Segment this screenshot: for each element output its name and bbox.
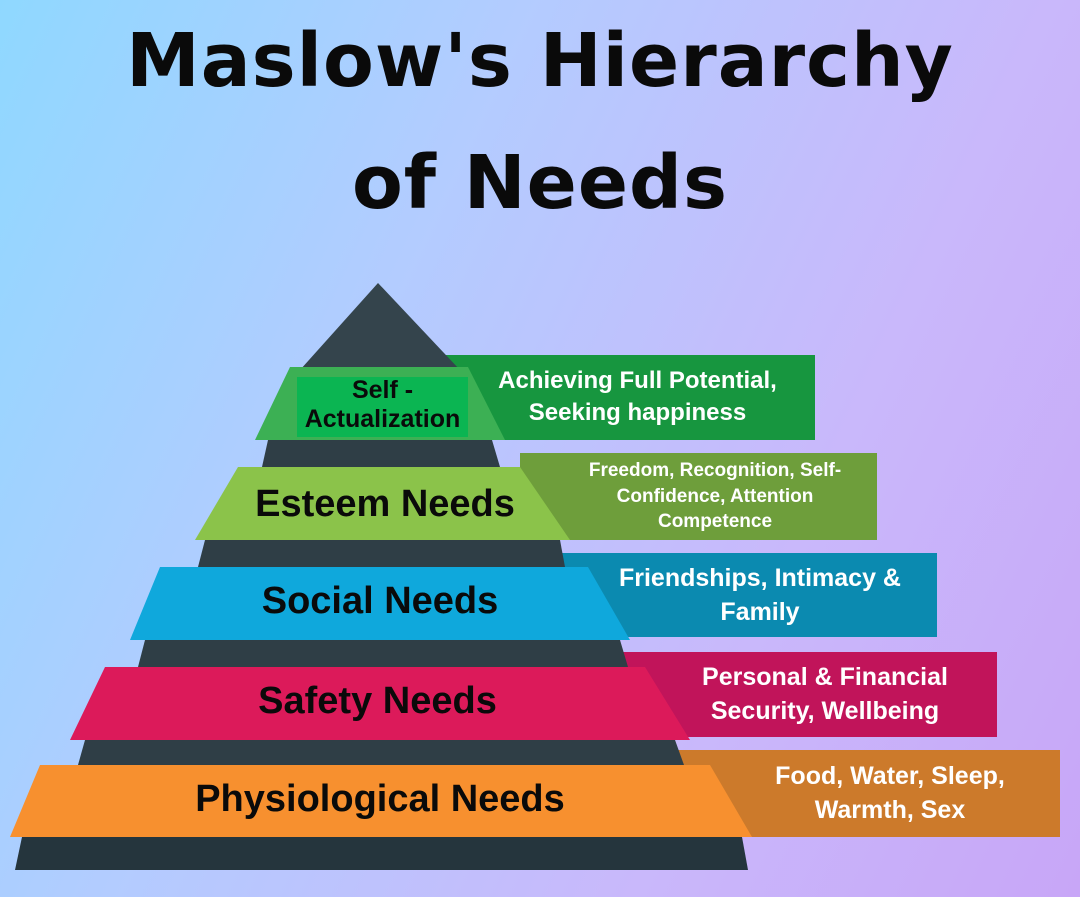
pyramid-base [15, 837, 748, 870]
description-social: Friendships, Intimacy & Family [618, 564, 901, 626]
title-line-1: Maslow's Hierarchy [126, 18, 954, 104]
description-physiological: Food, Water, Sleep, Warmth, Sex [775, 762, 1005, 824]
box-esteem [520, 453, 877, 540]
band-safety [70, 667, 690, 740]
pyramid-segment [138, 640, 628, 667]
pyramid-segment [78, 740, 684, 765]
level-name-esteem: Esteem Needs [255, 483, 515, 526]
pyramid-apex [300, 283, 460, 370]
box-social [560, 553, 937, 637]
band-esteem [195, 467, 570, 540]
description-safety: Personal & Financial Security, Wellbeing [702, 663, 948, 725]
level-name-social: Social Needs [261, 580, 499, 623]
band-physiological [10, 765, 752, 837]
level-name-physiological: Physiological Needs [195, 778, 565, 821]
band-self-actualization-inner [297, 377, 468, 437]
pyramid-segment [262, 440, 500, 467]
pyramid-segment [198, 540, 565, 567]
level-name-safety: Safety Needs [258, 680, 497, 723]
band-social [130, 567, 630, 640]
title-line-2: of Needs [351, 140, 729, 226]
description-esteem: Freedom, Recognition, Self-Confidence, A… [588, 460, 842, 533]
description-self-actualization: Achieving Full Potential, Seeking happin… [498, 366, 777, 426]
level-name-self-actualization: Self - Actualization [304, 376, 461, 433]
